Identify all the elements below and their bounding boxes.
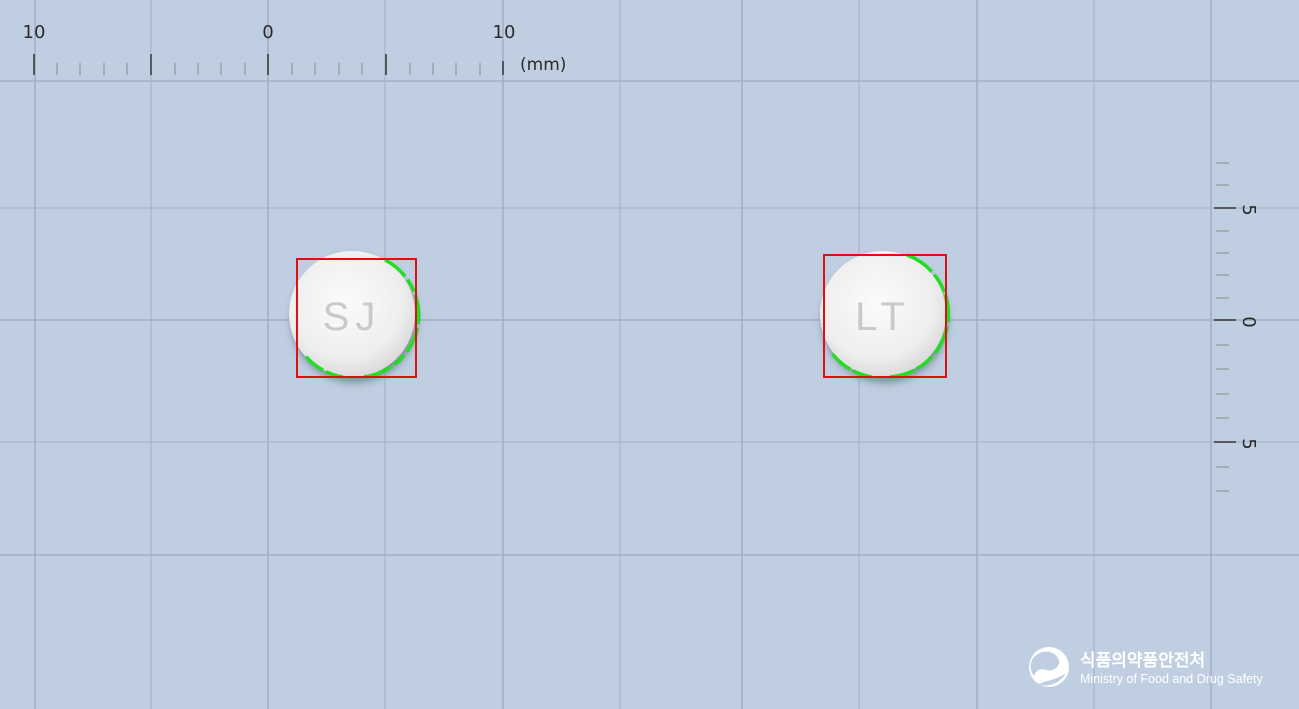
tablet-front-contour bbox=[361, 258, 421, 379]
mfds-emblem-icon bbox=[1029, 647, 1069, 687]
logo-name-english: Ministry of Food and Drug Safety bbox=[1080, 672, 1263, 686]
tablet-front: SJ bbox=[289, 251, 421, 379]
tablet-back: LT bbox=[820, 251, 951, 379]
tablet-back-bounding-box bbox=[823, 254, 947, 378]
side-ruler-label-bottom: 5 bbox=[1238, 438, 1259, 449]
tablet-front-body bbox=[289, 251, 415, 377]
tablet-front-contour-lower bbox=[296, 344, 344, 379]
tablet-back-imprint: LT bbox=[855, 295, 911, 339]
top-ruler-label-zero: 0 bbox=[262, 22, 273, 43]
tablet-front-imprint: SJ bbox=[323, 295, 382, 339]
side-ruler-label-zero: 0 bbox=[1238, 316, 1259, 327]
side-ruler-label-top: 5 bbox=[1238, 204, 1259, 215]
tablet-front-bounding-box bbox=[296, 258, 417, 378]
top-ruler-unit: (mm) bbox=[520, 55, 566, 75]
side-ruler: 5 0 5 bbox=[1214, 162, 1259, 492]
top-ruler-label-left: 10 bbox=[23, 22, 46, 43]
logo-name-korean: 식품의약품안전처 bbox=[1080, 650, 1205, 671]
tablet-back-contour bbox=[889, 253, 951, 379]
mfds-logo: 식품의약품안전처 Ministry of Food and Drug Safet… bbox=[1029, 647, 1263, 687]
top-ruler: 10 0 10 (mm) bbox=[23, 22, 566, 75]
tablet-back-contour-lower bbox=[822, 339, 873, 379]
top-ruler-label-right: 10 bbox=[493, 22, 516, 43]
tablet-back-body bbox=[820, 251, 946, 377]
